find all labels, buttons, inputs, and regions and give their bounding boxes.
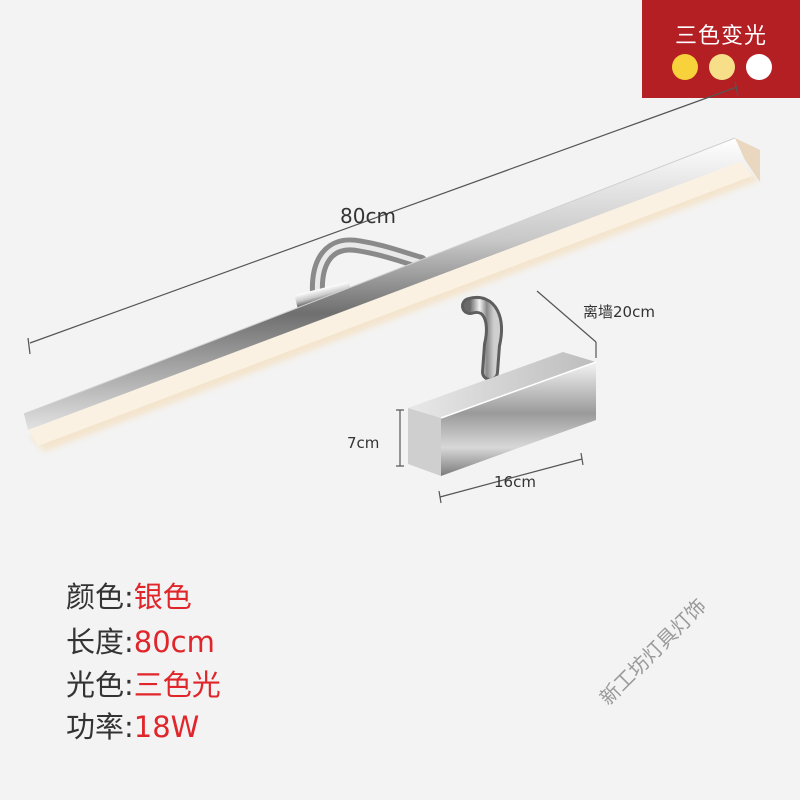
color-dots bbox=[672, 54, 772, 80]
wall-distance-label: 离墙20cm bbox=[583, 303, 655, 321]
spec-power-value: 18W bbox=[133, 710, 200, 744]
spec-power: 功率:18W bbox=[66, 704, 199, 746]
spec-color-value: 银色 bbox=[133, 580, 192, 614]
spec-light-color-value: 三色光 bbox=[133, 668, 221, 702]
width-dimension-label: 16cm bbox=[494, 473, 536, 491]
dimension-lines bbox=[27, 81, 739, 504]
spec-length-key: 长度: bbox=[66, 625, 134, 659]
spec-length-value: 80cm bbox=[133, 625, 215, 659]
neutral-light-dot bbox=[709, 54, 735, 80]
height-dimension-label: 7cm bbox=[347, 434, 380, 452]
spec-color-key: 颜色: bbox=[66, 580, 134, 614]
spec-power-key: 功率: bbox=[66, 710, 134, 744]
warm-light-dot bbox=[672, 54, 698, 80]
spec-length: 长度:80cm bbox=[66, 619, 215, 661]
spec-light-color-key: 光色: bbox=[66, 668, 134, 702]
wall-arm bbox=[461, 296, 503, 381]
spec-color: 颜色:银色 bbox=[66, 574, 192, 616]
spec-light-color: 光色:三色光 bbox=[66, 662, 221, 704]
badge-title: 三色变光 bbox=[674, 24, 767, 49]
length-dimension-label: 80cm bbox=[340, 204, 396, 228]
light-color-badge: 三色变光 bbox=[642, 0, 800, 98]
light-bar bbox=[23, 137, 760, 452]
white-light-dot bbox=[746, 54, 772, 80]
wall-box bbox=[408, 352, 597, 476]
